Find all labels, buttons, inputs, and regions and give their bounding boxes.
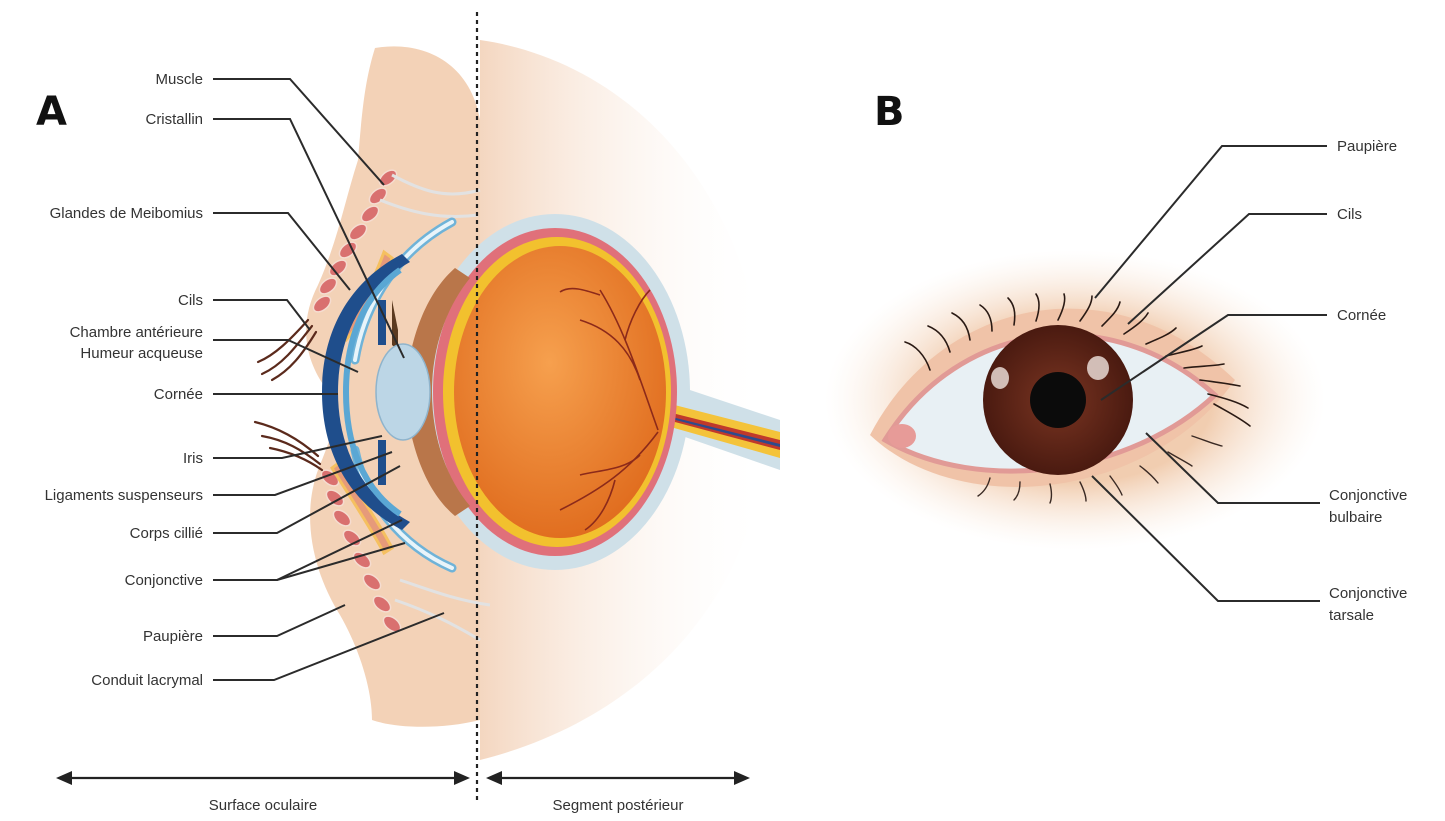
label-segment-posterieur: Segment postérieur	[553, 797, 684, 814]
label-cristallin: Cristallin	[145, 111, 203, 128]
caruncle-shape	[888, 424, 916, 448]
label-humeur-acqueuse: Humeur acqueuse	[80, 345, 203, 362]
label-cornee-b: Cornée	[1337, 307, 1386, 324]
label-paupiere-b: Paupière	[1337, 138, 1397, 155]
label-conjonctive-tarsale-2: tarsale	[1329, 607, 1374, 624]
label-ligaments-suspenseurs: Ligaments suspenseurs	[45, 487, 203, 504]
label-conjonctive-bulbaire-2: bulbaire	[1329, 509, 1382, 526]
reflection-right-shape	[1087, 356, 1109, 380]
label-glandes-meibomius: Glandes de Meibomius	[50, 205, 203, 222]
label-muscle: Muscle	[155, 71, 203, 88]
pupil-shape	[1030, 372, 1086, 428]
panel-b-labels: Paupière Cils Cornée Conjonctive bulbair…	[1329, 138, 1407, 624]
label-conduit-lacrymal: Conduit lacrymal	[91, 672, 203, 689]
segment-posterieur-arrow	[486, 771, 750, 785]
label-surface-oculaire: Surface oculaire	[209, 797, 317, 814]
label-corps-cillie: Corps cillié	[130, 525, 203, 542]
panel-b: B	[825, 89, 1407, 624]
panel-a-letter: A	[36, 89, 67, 135]
label-cils-b: Cils	[1337, 206, 1362, 223]
label-iris: Iris	[183, 450, 203, 467]
surface-oculaire-arrow	[56, 771, 470, 785]
label-conjonctive-bulbaire-1: Conjonctive	[1329, 487, 1407, 504]
lens-shape	[376, 344, 430, 440]
panel-a: A	[36, 12, 780, 814]
panel-a-labels: Muscle Cristallin Glandes de Meibomius C…	[45, 71, 203, 689]
label-conjonctive-tarsale-1: Conjonctive	[1329, 585, 1407, 602]
panel-b-letter: B	[874, 89, 905, 135]
reflection-left-shape	[991, 367, 1009, 389]
label-cornee-a: Cornée	[154, 386, 203, 403]
label-cils-a: Cils	[178, 292, 203, 309]
vitreous-body-shape	[454, 246, 666, 538]
label-chambre-anterieure: Chambre antérieure	[70, 324, 203, 341]
label-conjonctive-a: Conjonctive	[125, 572, 203, 589]
label-paupiere-a: Paupière	[143, 628, 203, 645]
